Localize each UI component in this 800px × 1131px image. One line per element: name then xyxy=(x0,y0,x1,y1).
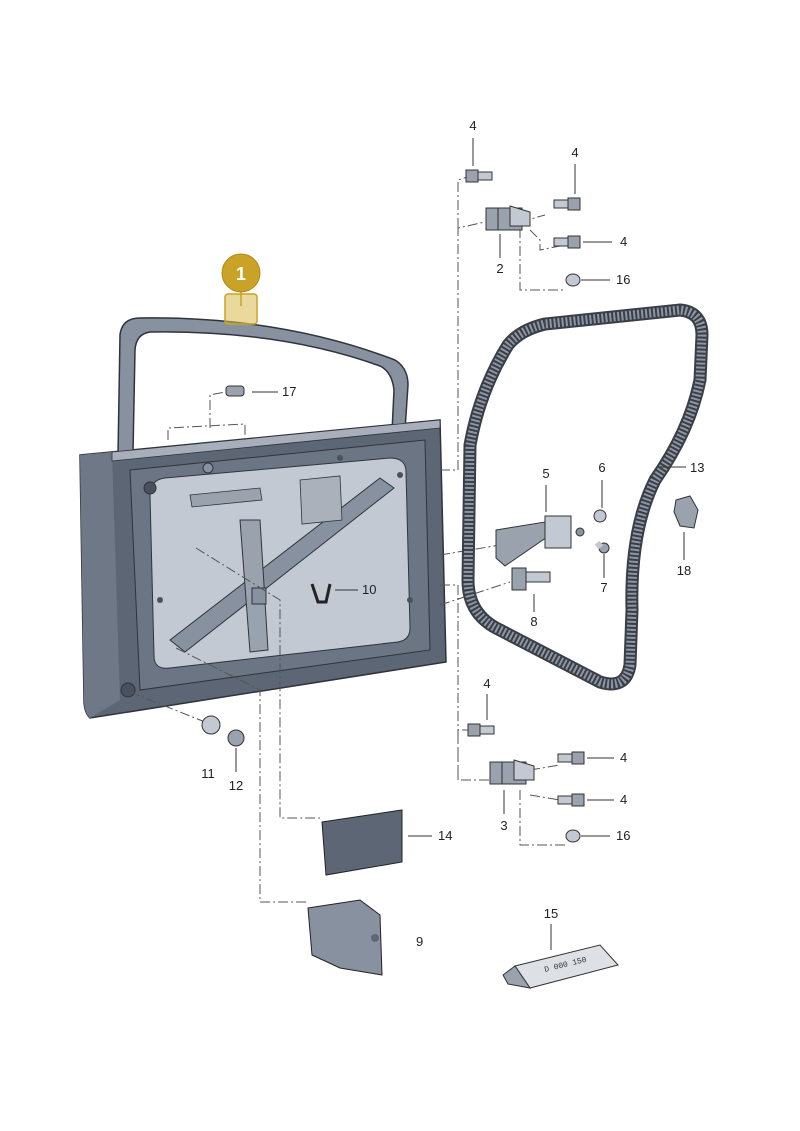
callout-18: 18 xyxy=(677,563,691,578)
callout-14: 14 xyxy=(438,828,452,843)
callout-17: 17 xyxy=(282,384,296,399)
callout-6: 6 xyxy=(598,460,605,475)
callout-4b: 4 xyxy=(571,145,578,160)
callout-7: 7 xyxy=(600,580,607,595)
callout-leaders xyxy=(235,138,686,950)
sealant-tube-15[interactable]: D 000 150 xyxy=(502,944,619,989)
bolt-4a[interactable] xyxy=(465,169,493,183)
callout-9: 9 xyxy=(416,934,423,949)
callout-4e: 4 xyxy=(620,750,627,765)
lower-hinge[interactable] xyxy=(489,759,535,785)
buffer-18[interactable] xyxy=(673,495,699,529)
grommet-17[interactable] xyxy=(225,385,245,397)
door-seal[interactable] xyxy=(461,303,709,691)
callout-16b: 16 xyxy=(616,828,630,843)
door-shell xyxy=(79,317,447,719)
callout-3: 3 xyxy=(500,818,507,833)
callout-5: 5 xyxy=(542,466,549,481)
bolt-4d[interactable] xyxy=(467,723,495,737)
callout-10: 10 xyxy=(362,582,376,597)
nut-16a[interactable] xyxy=(565,273,581,287)
highlight-number: 1 xyxy=(236,264,246,284)
part-1-highlight[interactable]: 1 xyxy=(221,253,261,325)
bolt-6[interactable] xyxy=(593,509,607,523)
callout-13: 13 xyxy=(690,460,704,475)
pad-14[interactable] xyxy=(321,809,403,876)
callout-15: 15 xyxy=(544,906,558,921)
bolt-4c[interactable] xyxy=(553,235,581,249)
insulation-9[interactable] xyxy=(307,899,383,976)
callout-4f: 4 xyxy=(620,792,627,807)
callout-11: 11 xyxy=(201,766,215,781)
nut-16b[interactable] xyxy=(565,829,581,843)
plug-11[interactable] xyxy=(201,715,221,735)
upper-hinge[interactable] xyxy=(485,205,531,231)
callout-4d: 4 xyxy=(483,676,490,691)
assembly-lines xyxy=(129,175,565,903)
clip-10[interactable] xyxy=(310,583,332,604)
callout-labels: 4 4 4 2 16 5 6 13 18 7 8 10 17 11 12 4 4… xyxy=(201,118,704,949)
callout-4a: 4 xyxy=(469,118,476,133)
door-check[interactable] xyxy=(495,515,585,567)
bolt-4f[interactable] xyxy=(557,793,585,807)
callout-8: 8 xyxy=(530,614,537,629)
bolt-4b[interactable] xyxy=(553,197,581,211)
callout-4c: 4 xyxy=(620,234,627,249)
callout-12: 12 xyxy=(229,778,243,793)
bolt-8[interactable] xyxy=(511,567,551,591)
bolt-4e[interactable] xyxy=(557,751,585,765)
screw-7[interactable] xyxy=(594,540,610,554)
plug-12[interactable] xyxy=(227,729,245,747)
callout-16a: 16 xyxy=(616,272,630,287)
callout-2: 2 xyxy=(496,261,503,276)
